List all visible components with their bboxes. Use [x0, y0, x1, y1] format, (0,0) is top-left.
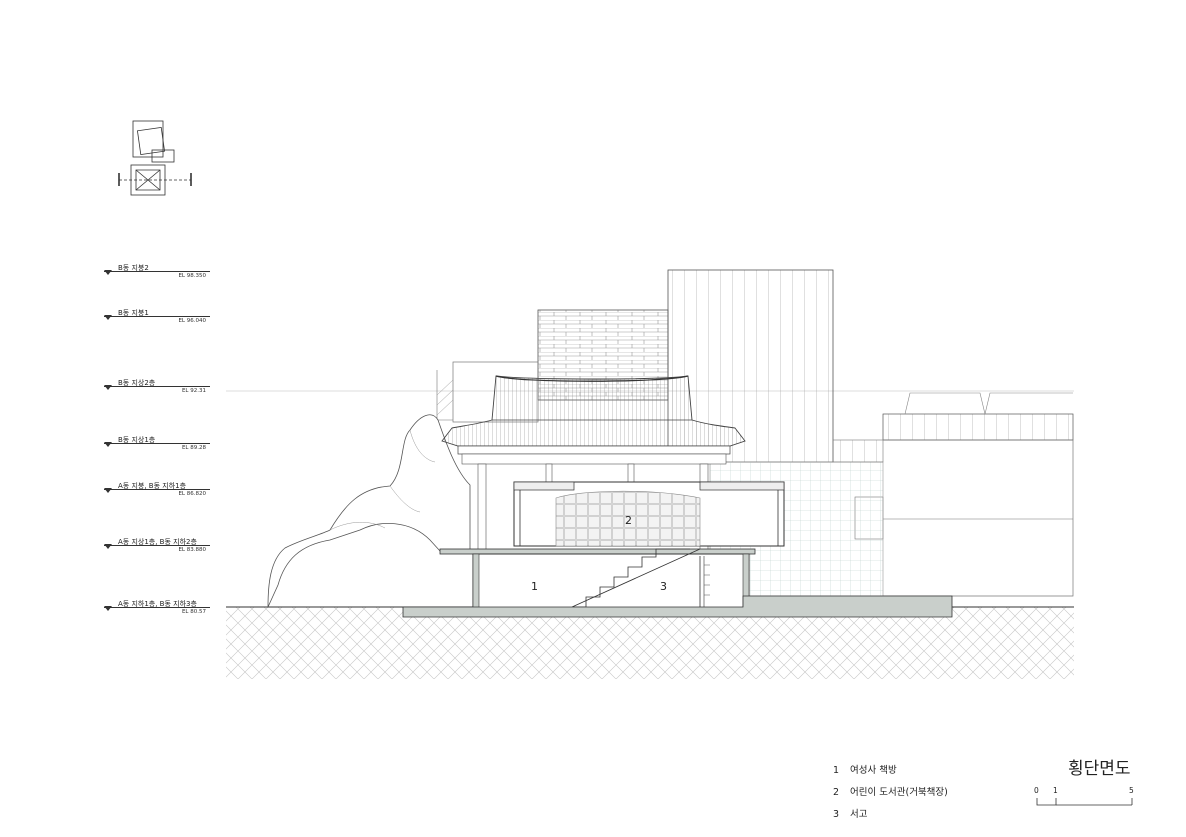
- drawing-title: 횡단면도: [1068, 759, 1131, 779]
- level-elevation: EL 80.57: [181, 609, 206, 615]
- level-line: [104, 386, 210, 387]
- level-elevation: EL 98.350: [178, 273, 206, 279]
- room-number-3: 3: [660, 580, 667, 593]
- legend-item: 2 어린이 도서관(거북책장): [833, 784, 948, 806]
- room-number-1: 1: [531, 580, 538, 593]
- level-name: A동 지하1층, B동 지하3층: [118, 600, 197, 608]
- scale-label: 1: [1053, 786, 1058, 795]
- level-name: B동 지상1층: [118, 436, 156, 444]
- level-elevation: EL 86.820: [178, 491, 206, 497]
- level-elevation: EL 96.040: [178, 318, 206, 324]
- level-elevation: EL 92.31: [181, 388, 206, 394]
- legend-number: 3: [833, 809, 840, 820]
- turtle-bookshelf: [555, 490, 701, 547]
- level-line: [104, 489, 210, 490]
- level-name: A동 지상1층, B동 지하2층: [118, 538, 197, 546]
- level-triangle-icon: [104, 488, 112, 493]
- stair: [572, 548, 690, 608]
- level-line: [104, 545, 210, 546]
- level-name: B동 지상2층: [118, 379, 156, 387]
- room-legend: 1 여성사 책방 2 어린이 도서관(거북책장) 3 서고: [833, 762, 948, 828]
- level-line: [104, 607, 210, 608]
- level-name: B동 지붕1: [118, 309, 149, 317]
- legend-label: 여성사 책방: [850, 765, 897, 776]
- legend-number: 1: [833, 765, 840, 776]
- level-elevation: EL 89.28: [181, 445, 206, 451]
- scale-bar: [1036, 798, 1133, 806]
- room-number-2: 2: [625, 514, 632, 527]
- level-elevation: EL 83.880: [178, 547, 206, 553]
- level-name: A동 지붕, B동 지하1층: [118, 482, 187, 490]
- rock-outline: [267, 414, 471, 608]
- level-triangle-icon: [104, 270, 112, 275]
- level-triangle-icon: [104, 315, 112, 320]
- key-plan: [118, 120, 192, 196]
- legend-number: 2: [833, 787, 840, 798]
- scale-label: 0: [1034, 786, 1039, 795]
- level-triangle-icon: [104, 385, 112, 390]
- legend-item: 1 여성사 책방: [833, 762, 948, 784]
- level-triangle-icon: [104, 544, 112, 549]
- level-line: [104, 316, 210, 317]
- legend-label: 어린이 도서관(거북책장): [850, 787, 948, 798]
- level-triangle-icon: [104, 442, 112, 447]
- legend-item: 3 서고: [833, 806, 948, 828]
- lower-rooms: [472, 553, 750, 609]
- scale-label: 5: [1129, 786, 1134, 795]
- level-line: [104, 443, 210, 444]
- earth-hatch: [226, 607, 1074, 679]
- legend-label: 서고: [850, 809, 868, 820]
- level-triangle-icon: [104, 606, 112, 611]
- foundation-slab: [402, 595, 953, 618]
- level-name: B동 지붕2: [118, 264, 149, 272]
- level-line: [104, 271, 210, 272]
- floor-slab: [439, 548, 756, 555]
